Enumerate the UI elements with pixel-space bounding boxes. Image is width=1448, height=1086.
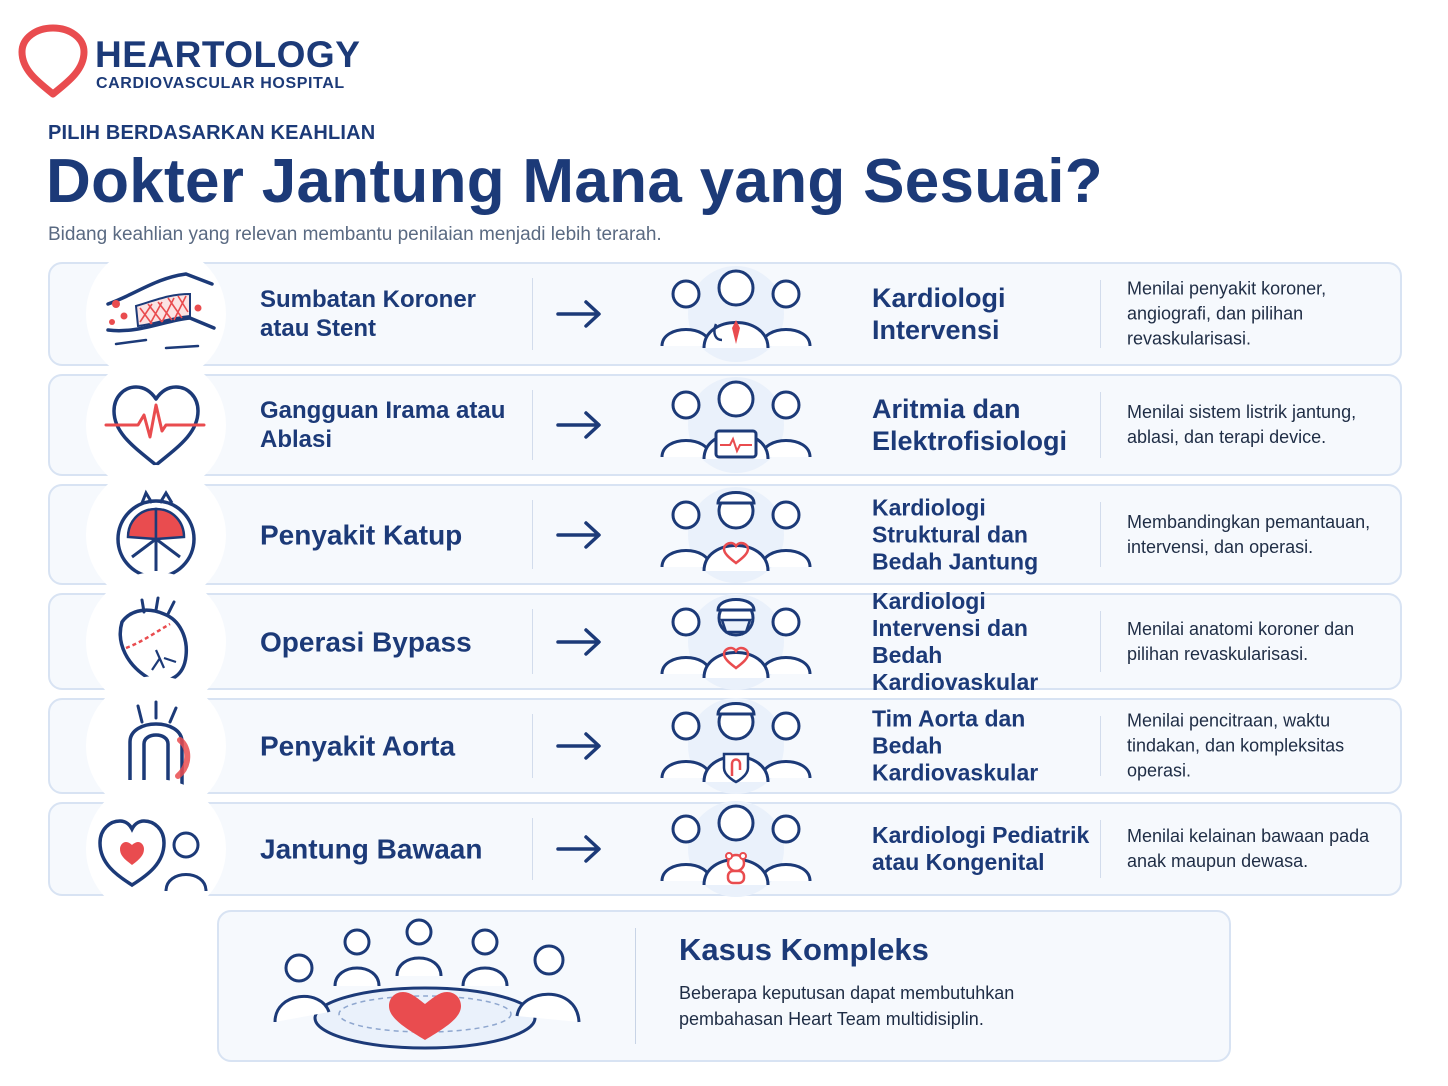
page-title: Dokter Jantung Mana yang Sesuai? <box>46 147 1103 216</box>
arrow-right-icon <box>556 732 601 760</box>
divider <box>532 390 533 460</box>
brand-logo: HEARTOLOGY CARDIOVASCULAR HOSPITAL <box>18 24 361 102</box>
condition-label: Operasi Bypass <box>260 626 472 657</box>
divider <box>532 714 533 778</box>
condition-icon-wrap <box>86 779 226 919</box>
list-item: Gangguan Irama atau Ablasi Aritmia dan E… <box>48 355 1402 495</box>
condition-icon-wrap <box>86 244 226 384</box>
aorta-icon <box>128 700 191 790</box>
divider <box>532 278 533 350</box>
cardiac-surgeon-team-icon <box>660 593 812 690</box>
specialty-list: Sumbatan Koroner atau Stent Kardiologi I… <box>48 244 1402 919</box>
complex-case-title: Kasus Kompleks <box>679 932 929 967</box>
specialty-label: Kardiologi Intervensi <box>872 283 1006 345</box>
specialty-description: Menilai sistem listrik jantung, ablasi, … <box>1127 402 1357 447</box>
specialty-label: Tim Aorta dan Bedah Kardiovaskular <box>872 705 1039 786</box>
complex-case-card: Kasus Kompleks Beberapa keputusan dapat … <box>217 910 1231 1062</box>
brand-name: HEARTOLOGY <box>95 34 361 75</box>
specialty-description: Menilai kelainan bawaan pada anak maupun… <box>1127 826 1370 871</box>
arrow-right-icon <box>556 627 601 656</box>
cardiologist-team-icon <box>660 266 812 362</box>
condition-label: Gangguan Irama atau Ablasi <box>260 397 506 453</box>
complex-case-description: Beberapa keputusan dapat membutuhkan pem… <box>679 983 1015 1029</box>
specialty-description: Menilai anatomi koroner dan pilihan reva… <box>1127 618 1355 664</box>
heart-rhythm-icon <box>104 385 206 467</box>
specialty-label: Kardiologi Intervensi dan Bedah Kardiova… <box>872 587 1039 695</box>
list-item: Penyakit Katup Kardiologi Struktural dan… <box>48 464 1402 605</box>
section-eyebrow: PILIH BERDASARKAN KEAHLIAN <box>48 122 376 144</box>
divider <box>1100 502 1101 567</box>
list-item: Operasi Bypass Kardiologi Intervensi dan… <box>48 571 1402 712</box>
artery-stent-icon <box>106 272 216 350</box>
arrow-right-icon <box>556 411 601 439</box>
structural-surgeon-team-icon <box>660 486 812 583</box>
arrow-right-icon <box>556 835 601 863</box>
electrophysiologist-team-icon <box>660 377 812 473</box>
pediatric-cardiologist-team-icon <box>660 801 812 897</box>
page-subtitle: Bidang keahlian yang relevan membantu pe… <box>48 224 662 245</box>
condition-label: Sumbatan Koroner atau Stent <box>260 286 477 342</box>
arrow-right-icon <box>556 520 601 549</box>
arrow-right-icon <box>556 300 601 328</box>
divider <box>635 928 636 1044</box>
heart-valve-icon <box>116 489 196 579</box>
condition-icon-wrap <box>86 464 226 605</box>
specialty-label: Kardiologi Struktural dan Bedah Jantung <box>872 494 1039 574</box>
congenital-heart-child-icon <box>98 819 208 892</box>
heart-pin-logo-icon <box>18 24 88 98</box>
divider <box>1100 392 1101 458</box>
heart-team-meeting-icon <box>273 918 581 1050</box>
aorta-surgeon-team-icon <box>660 698 812 794</box>
condition-icon-wrap <box>86 355 226 495</box>
condition-icon-wrap <box>86 571 226 712</box>
specialty-label: Kardiologi Pediatrik atau Kongenital <box>872 822 1090 875</box>
divider <box>1100 280 1101 348</box>
divider <box>532 500 533 569</box>
specialty-description: Menilai penyakit koroner, angiografi, da… <box>1127 278 1327 349</box>
heart-bypass-icon <box>118 596 189 683</box>
condition-label: Jantung Bawaan <box>260 833 483 865</box>
list-item: Penyakit Aorta Tim Aorta dan Bedah Kardi… <box>48 676 1402 816</box>
divider <box>1100 716 1101 776</box>
condition-label: Penyakit Aorta <box>260 730 456 762</box>
specialty-description: Menilai pencitraan, waktu tindakan, dan … <box>1127 710 1345 781</box>
divider <box>532 818 533 880</box>
divider <box>1100 611 1101 672</box>
specialty-description: Membandingkan pemantauan, intervensi, da… <box>1127 511 1371 557</box>
list-item: Jantung Bawaan Kardiologi Pediatrik atau… <box>48 779 1402 919</box>
list-item: Sumbatan Koroner atau Stent Kardiologi I… <box>48 244 1402 384</box>
brand-tagline: CARDIOVASCULAR HOSPITAL <box>96 75 345 92</box>
condition-label: Penyakit Katup <box>260 519 463 550</box>
divider <box>1100 820 1101 878</box>
divider <box>532 609 533 674</box>
specialty-label: Aritmia dan Elektrofisiologi <box>872 394 1068 456</box>
